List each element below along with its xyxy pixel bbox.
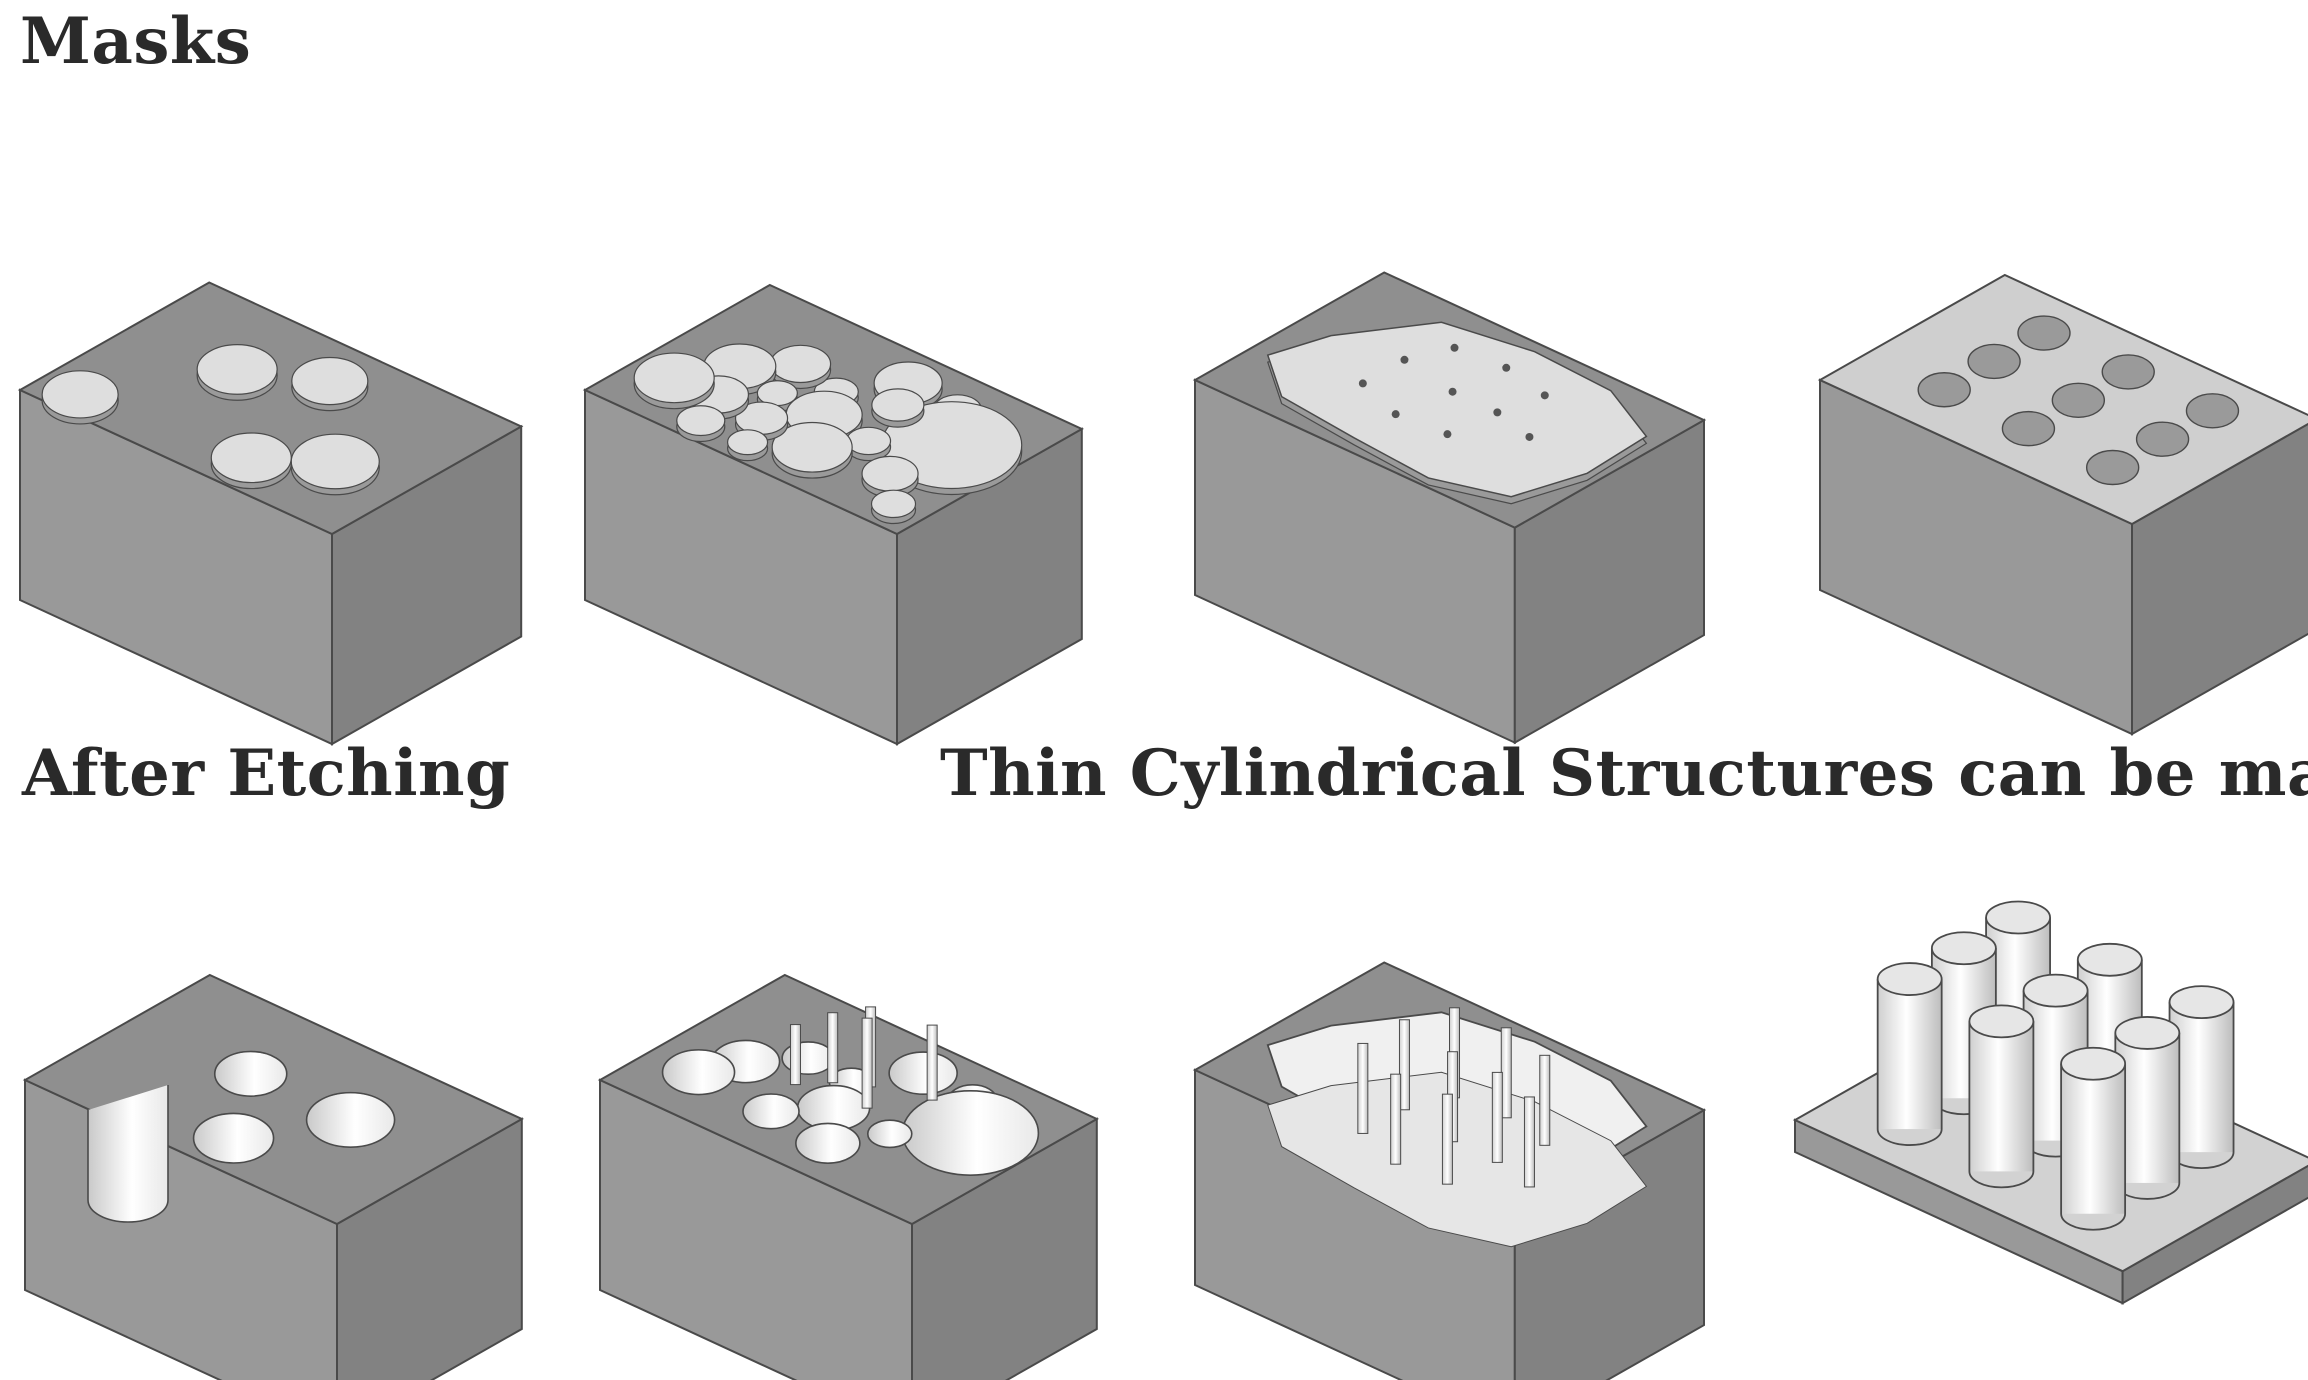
mask-circle (769, 344, 832, 384)
etched-thin-pillar (1491, 1071, 1503, 1163)
etched-cavity-rim (901, 1090, 1040, 1133)
mask-island-with-holes-block (1192, 271, 1707, 745)
block-body (582, 283, 1084, 746)
mask-hole-grid-block (1817, 273, 2308, 736)
mask-pinhole (1502, 363, 1511, 372)
mask-grid-hole (2001, 410, 2056, 447)
label-masks: Masks (20, 4, 252, 79)
mask-circle (870, 489, 917, 519)
pillar-outline (2060, 1063, 2127, 1231)
mask-circle (676, 405, 726, 437)
mask-grid-hole (2017, 315, 2071, 351)
etched-cavity-with-pillars-block (1192, 961, 1707, 1380)
pillar-body (1969, 1021, 2034, 1172)
etched-random-cavities-block (597, 973, 1099, 1380)
mask-four-dots-block (17, 281, 524, 746)
etched-cavity-rim (795, 1122, 861, 1144)
mask-grid-hole (2185, 393, 2240, 429)
mask-grid-hole (2085, 449, 2140, 486)
mask-circle (845, 426, 892, 456)
mask-circle (633, 352, 715, 404)
etched-thin-pillar (1441, 1093, 1453, 1185)
block-top-face (22, 973, 524, 1226)
pillar (2168, 985, 2235, 1020)
mask-pinhole (1493, 408, 1502, 417)
mask-grid-hole (2101, 354, 2155, 390)
etched-four-holes-block (22, 973, 524, 1380)
etched-thin-pillar (1398, 1019, 1410, 1111)
etched-remnant-pin (861, 1017, 873, 1109)
etched-thin-pillar (1523, 1096, 1535, 1188)
etched-remnant-pin (827, 1012, 839, 1084)
etched-thin-pillar (1390, 1073, 1402, 1165)
mask-circle (726, 429, 769, 456)
mask-dot (196, 344, 278, 395)
mask-pinhole (1391, 410, 1400, 419)
mask-dot (41, 370, 119, 419)
mask-pinhole (1358, 379, 1367, 388)
pillar (1968, 1004, 2035, 1039)
mask-island (1266, 321, 1648, 498)
etched-thin-pillar (1539, 1054, 1551, 1146)
pillar (2060, 1046, 2127, 1081)
mask-random-circles-block (582, 283, 1084, 746)
etched-thin-pillar (1357, 1042, 1369, 1134)
pillar-outline (1968, 1021, 2035, 1189)
pillar (1876, 962, 1943, 996)
etched-hole-rim (214, 1050, 288, 1074)
pillar-outline (1876, 979, 1943, 1146)
mask-pinhole (1450, 343, 1459, 352)
mask-circle (861, 455, 919, 492)
etched-pillar-array-block (1792, 900, 2308, 1305)
mask-dot (290, 433, 380, 490)
mask-pinhole (1525, 432, 1534, 441)
etched-hole-rim (305, 1092, 396, 1120)
block-body (22, 973, 524, 1380)
mask-circle (771, 421, 853, 473)
pillar (2114, 1016, 2181, 1050)
mask-dot (210, 432, 292, 484)
mask-grid-hole (2135, 421, 2190, 457)
pillar (2022, 973, 2089, 1008)
pillar (1930, 931, 1997, 966)
etched-hole-rim (192, 1112, 275, 1139)
pillar-body (2061, 1063, 2126, 1214)
block-body (597, 973, 1099, 1380)
etched-remnant-pin (789, 1024, 801, 1086)
mask-pinhole (1443, 430, 1452, 439)
etched-remnant-pin (926, 1024, 938, 1101)
mask-dot (291, 356, 369, 406)
etched-cut-hole (87, 1085, 169, 1223)
block-top-face (17, 281, 524, 536)
etched-cavity-rim (742, 1093, 800, 1112)
pillar-body (1877, 979, 1942, 1130)
etched-cavity-rim (888, 1051, 958, 1074)
mask-circle (871, 388, 925, 422)
mask-pinhole (1400, 355, 1409, 364)
mask-grid-hole (1917, 372, 1971, 408)
mask-grid-hole (1967, 343, 2021, 380)
label-thin-cylindrical: Thin Cylindrical Structures can be made (940, 736, 2308, 811)
pillar (1985, 900, 2051, 935)
mask-grid-hole (2051, 382, 2106, 418)
pillar (2076, 942, 2143, 977)
mask-pinhole (1540, 391, 1549, 400)
etched-cavity-rim (661, 1049, 736, 1073)
block-body (17, 281, 524, 746)
etched-cavity-rim (867, 1119, 913, 1134)
mask-pinhole (1448, 387, 1457, 396)
label-after-etching: After Etching (22, 736, 511, 811)
